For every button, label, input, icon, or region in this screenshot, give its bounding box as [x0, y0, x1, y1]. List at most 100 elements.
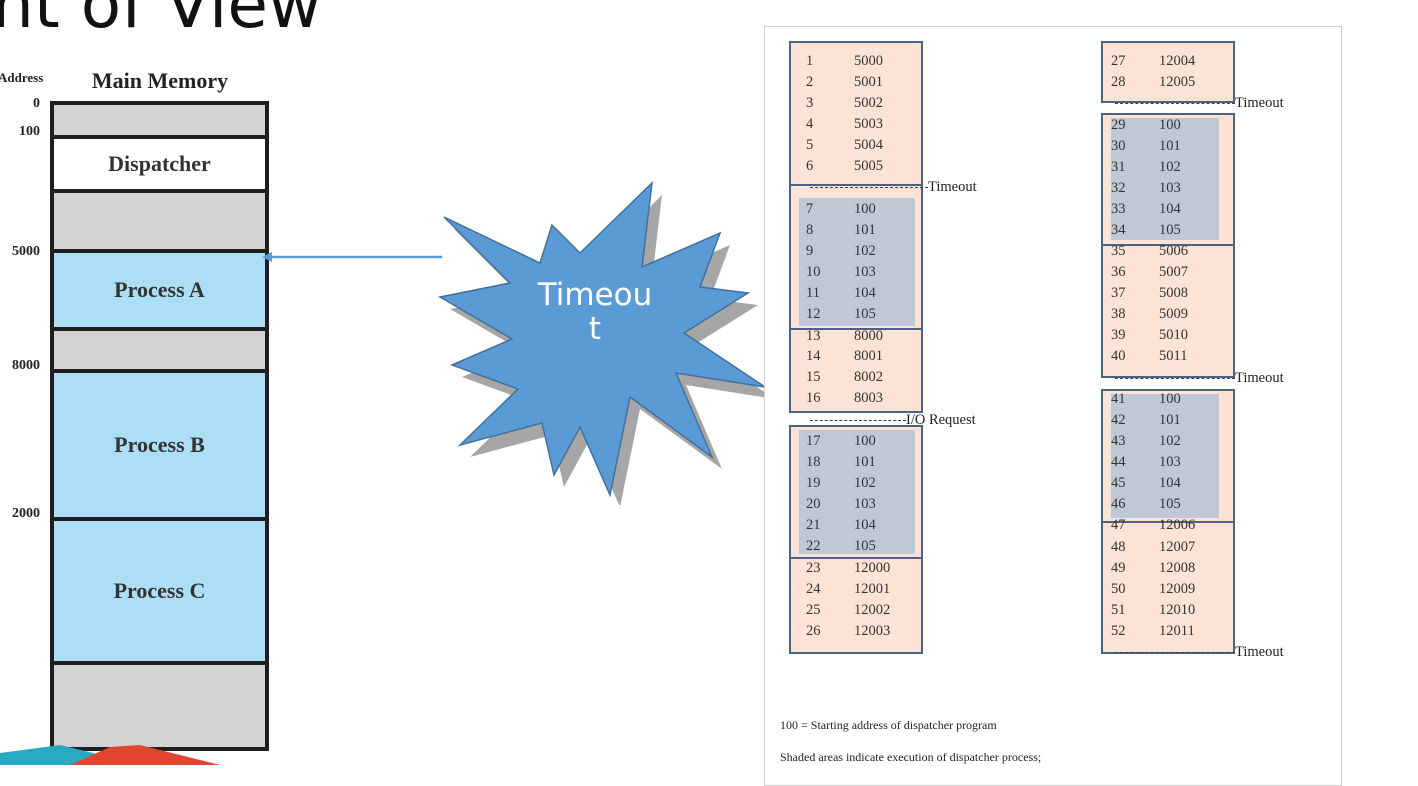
- instruction-address: 103: [854, 264, 876, 280]
- instruction-address: 104: [854, 517, 876, 533]
- instruction-address: 8001: [854, 348, 883, 364]
- instruction-address: 5008: [1159, 285, 1188, 301]
- instruction-address: 103: [1159, 454, 1181, 470]
- cycle-number: 46: [1111, 496, 1126, 512]
- cycle-number: 18: [806, 454, 821, 470]
- cycle-number: 47: [1111, 517, 1126, 533]
- address-label: 0: [33, 96, 40, 111]
- instruction-address: 12007: [1159, 539, 1196, 555]
- timeout-marker: Timeout: [1115, 370, 1284, 387]
- cycle-number: 34: [1111, 222, 1126, 238]
- cycle-number: 36: [1111, 264, 1126, 280]
- trace-segment-process-b: [789, 328, 923, 413]
- instruction-address: 5003: [854, 116, 883, 132]
- instruction-address: 8002: [854, 369, 883, 385]
- instruction-address: 8003: [854, 390, 883, 406]
- instruction-address: 12006: [1159, 517, 1196, 533]
- cycle-number: 41: [1111, 391, 1126, 407]
- footnote-dispatcher-address: 100 = Starting address of dispatcher pro…: [780, 718, 997, 732]
- cycle-number: 7: [806, 201, 814, 217]
- instruction-address: 5009: [1159, 306, 1188, 322]
- address-label: 100: [19, 124, 40, 139]
- dispatcher-shading: [1111, 394, 1219, 518]
- instruction-address: 100: [854, 201, 876, 217]
- instruction-address: 12005: [1159, 74, 1196, 90]
- timeout-starburst: [437, 180, 770, 505]
- memory-block-process-b: Process B: [54, 373, 265, 517]
- trace-segment-process-c: [789, 557, 923, 654]
- cycle-number: 5: [806, 137, 814, 153]
- dispatcher-shading: [799, 430, 915, 554]
- cycle-number: 3: [806, 95, 814, 111]
- trace-segment-process-a: [1101, 244, 1235, 378]
- trace-segment-process-c: [1101, 521, 1235, 654]
- address-column-header: Address: [0, 70, 44, 85]
- instruction-address: 8000: [854, 328, 883, 344]
- cycle-number: 52: [1111, 623, 1126, 639]
- cycle-number: 38: [1111, 306, 1126, 322]
- callout-label-line: Timeou: [537, 277, 653, 313]
- address-label: 8000: [12, 358, 40, 373]
- instruction-address: 102: [1159, 433, 1181, 449]
- instruction-address: 102: [854, 475, 876, 491]
- instruction-address: 100: [854, 433, 876, 449]
- cycle-number: 27: [1111, 53, 1126, 69]
- memory-block-reserved: [54, 105, 265, 135]
- instruction-address: 5011: [1159, 348, 1188, 364]
- instruction-address: 12011: [1159, 623, 1195, 639]
- cycle-number: 48: [1111, 539, 1126, 555]
- dispatcher-shading: [1111, 118, 1219, 240]
- memory-block-free: [54, 193, 265, 249]
- cycle-number: 14: [806, 348, 821, 364]
- io-request-marker: I/O Request: [810, 412, 976, 429]
- timeout-marker: Timeout: [1115, 644, 1284, 661]
- instruction-address: 102: [1159, 159, 1181, 175]
- instruction-address: 101: [854, 222, 876, 238]
- instruction-address: 104: [1159, 201, 1181, 217]
- cycle-number: 20: [806, 496, 821, 512]
- address-label: 2000: [12, 506, 40, 521]
- cycle-number: 42: [1111, 412, 1126, 428]
- cycle-number: 39: [1111, 327, 1126, 343]
- cycle-number: 29: [1111, 117, 1126, 133]
- instruction-address: 5004: [854, 137, 883, 153]
- instruction-address: 103: [854, 496, 876, 512]
- cycle-number: 4: [806, 116, 814, 132]
- instruction-address: 105: [1159, 222, 1181, 238]
- slide-template-logo: [0, 745, 220, 765]
- cycle-number: 19: [806, 475, 821, 491]
- instruction-address: 5001: [854, 74, 883, 90]
- instruction-address: 104: [1159, 475, 1181, 491]
- memory-block-free: [54, 665, 265, 747]
- cycle-number: 13: [806, 328, 821, 344]
- instruction-address: 101: [854, 454, 876, 470]
- timeout-callout-label: Timeou t: [520, 278, 670, 346]
- cycle-number: 17: [806, 433, 821, 449]
- main-memory-header: Main Memory: [91, 68, 229, 93]
- cycle-number: 32: [1111, 180, 1126, 196]
- cycle-number: 11: [806, 285, 820, 301]
- cycle-number: 12: [806, 306, 821, 322]
- cycle-number: 51: [1111, 602, 1126, 618]
- memory-block-process-c: Process C: [54, 521, 265, 661]
- instruction-address: 5002: [854, 95, 883, 111]
- cycle-number: 9: [806, 243, 814, 259]
- cycle-number: 2: [806, 74, 814, 90]
- cycle-number: 22: [806, 538, 821, 554]
- instruction-address: 12009: [1159, 581, 1196, 597]
- instruction-address: 100: [1159, 391, 1181, 407]
- cycle-number: 50: [1111, 581, 1126, 597]
- instruction-address: 103: [1159, 180, 1181, 196]
- instruction-address: 101: [1159, 412, 1181, 428]
- instruction-address: 12000: [854, 560, 891, 576]
- cycle-number: 44: [1111, 454, 1126, 470]
- cycle-number: 43: [1111, 433, 1126, 449]
- trace-segment-process-c: [1101, 41, 1235, 103]
- instruction-address: 5005: [854, 158, 883, 174]
- memory-block-free: [54, 331, 265, 369]
- instruction-address: 102: [854, 243, 876, 259]
- cycle-number: 28: [1111, 74, 1126, 90]
- cycle-number: 24: [806, 581, 821, 597]
- cycle-number: 45: [1111, 475, 1126, 491]
- arrow-to-process-a: [262, 252, 442, 262]
